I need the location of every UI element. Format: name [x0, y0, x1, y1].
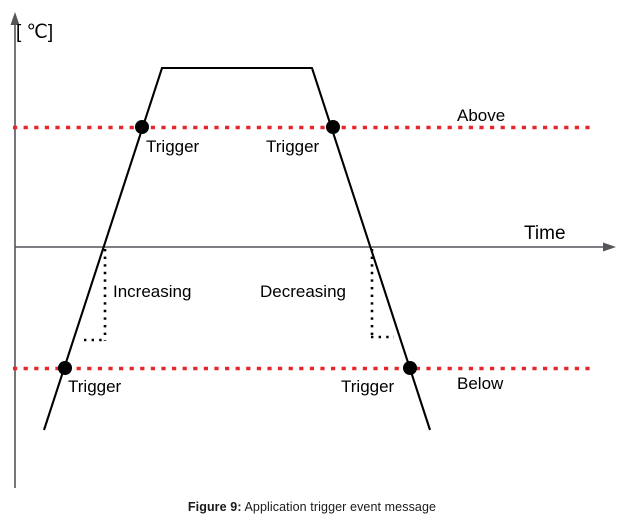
trigger-label-lower-left: Trigger	[68, 377, 122, 396]
figure-caption-number: Figure 9:	[187, 500, 242, 514]
trigger-dot-lower-left[interactable]	[58, 361, 72, 375]
x-axis-label: Time	[524, 223, 566, 244]
trigger-dot-upper-right[interactable]	[326, 120, 340, 134]
x-axis	[15, 242, 616, 252]
trigger-label-upper-right: Trigger	[266, 137, 320, 156]
figure-caption-text: Application trigger event message	[244, 500, 437, 514]
trigger-dot-upper-left[interactable]	[135, 120, 149, 134]
figure-caption: Figure 9: Application trigger event mess…	[0, 498, 624, 516]
y-axis	[10, 12, 20, 488]
y-axis-label: [ ℃]	[16, 22, 53, 43]
trigger-label-upper-left: Trigger	[146, 137, 200, 156]
increasing-step-marker	[84, 249, 107, 342]
decreasing-label: Decreasing	[260, 282, 346, 301]
y-axis-arrow-icon	[10, 12, 20, 25]
trigger-dot-lower-right[interactable]	[403, 361, 417, 375]
above-label: Above	[457, 106, 505, 125]
below-label: Below	[457, 374, 504, 393]
trigger-event-diagram: [ ℃] Time Increasing Decreasing Above Be…	[10, 12, 616, 488]
trigger-label-lower-right: Trigger	[341, 377, 395, 396]
x-axis-arrow-icon	[603, 242, 616, 252]
increasing-label: Increasing	[113, 282, 191, 301]
